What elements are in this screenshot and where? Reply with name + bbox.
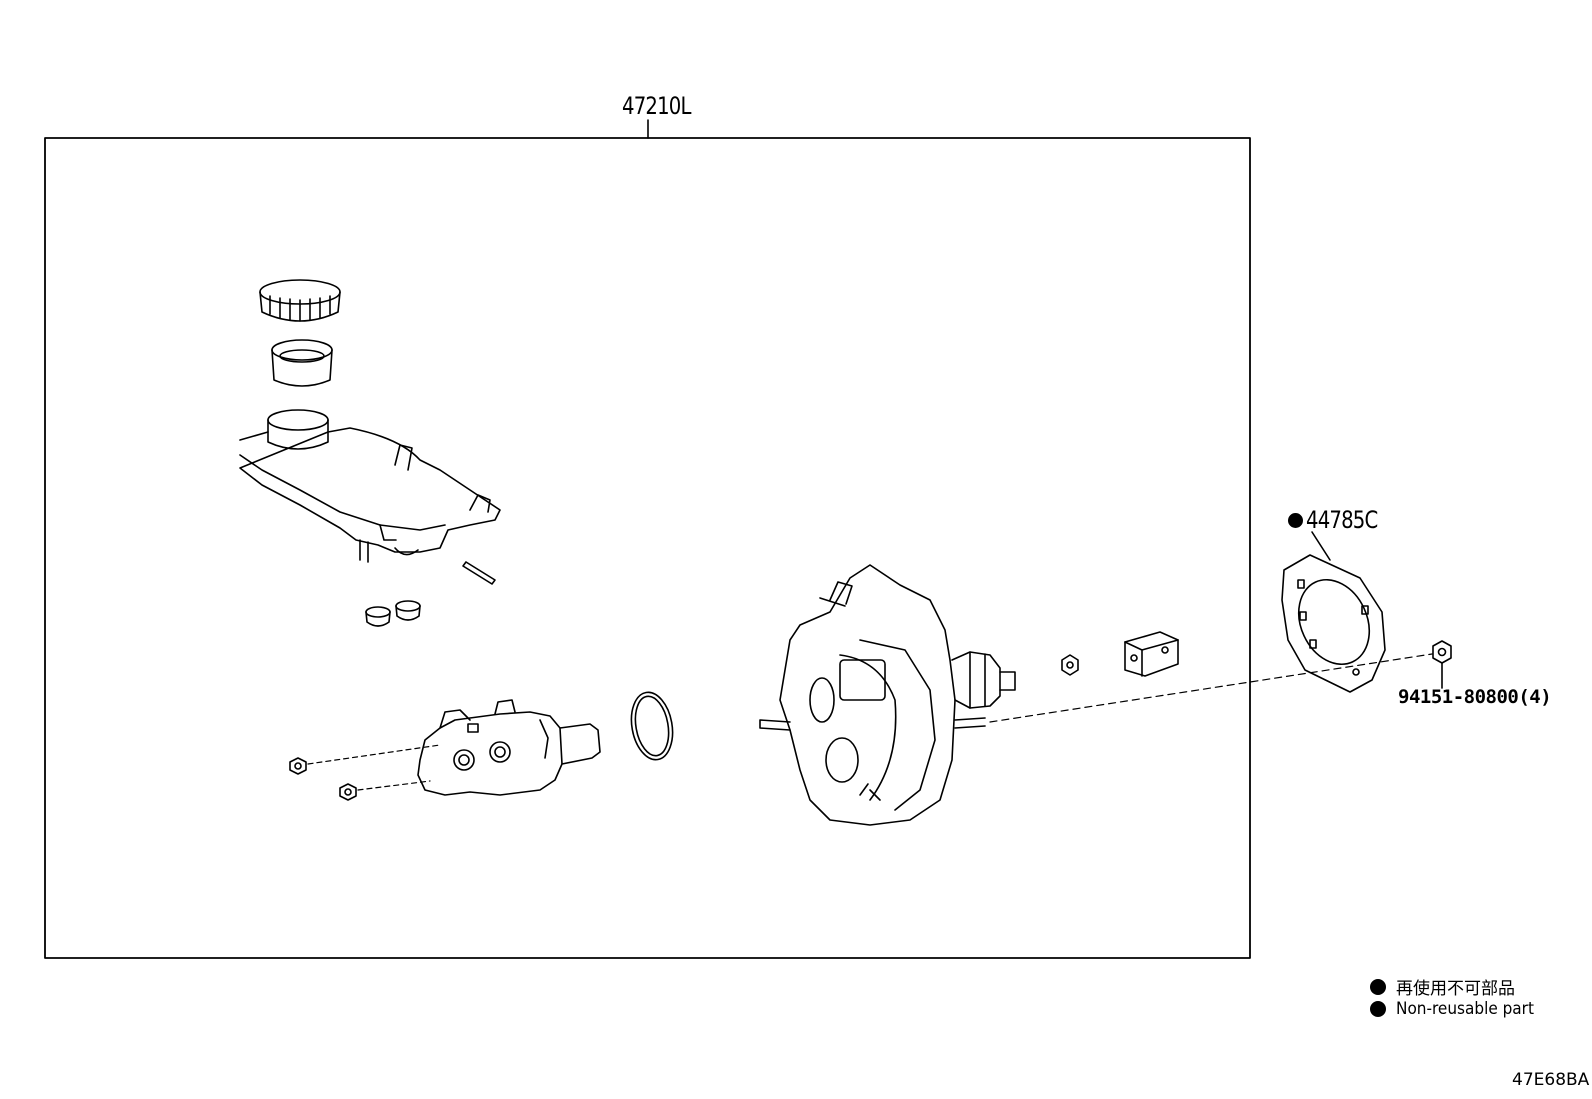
legend-item-en: Non-reusable part — [1370, 999, 1534, 1019]
leader-dashed — [357, 780, 431, 791]
legend-text: 再使用不可部品 — [1396, 979, 1515, 999]
non-reusable-icon — [1288, 512, 1303, 528]
non-reusable-icon — [1370, 978, 1386, 995]
grommet-part — [365, 600, 421, 627]
gasket-part — [1281, 554, 1386, 693]
assembly-part-number: 47210L — [622, 92, 691, 120]
master-cylinder-part — [417, 699, 601, 796]
bracket-part — [1124, 631, 1179, 677]
reservoir-strainer-part — [271, 339, 333, 387]
nut-part-number: 94151-80800(4) — [1398, 686, 1552, 708]
reservoir-cap-part — [259, 279, 341, 322]
reservoir-tank-part — [239, 409, 501, 563]
gasket-leader — [1311, 531, 1331, 561]
gasket-part-number: 44785C — [1306, 506, 1378, 534]
leader-dashed — [989, 653, 1433, 723]
cylinder-nut-lower — [339, 783, 357, 801]
non-reusable-icon — [1370, 1001, 1386, 1017]
booster-nut — [1061, 654, 1079, 676]
assembly-frame — [44, 137, 1251, 959]
cylinder-nut-upper — [289, 757, 307, 775]
leader-dashed — [307, 744, 441, 765]
legend-text: Non-reusable part — [1396, 999, 1534, 1019]
nut-94151-part — [1432, 640, 1452, 664]
gasket-label: 44785C — [1288, 508, 1393, 532]
o-ring-part — [630, 691, 674, 761]
brake-booster-part — [759, 564, 1016, 826]
pin-part — [462, 561, 496, 585]
legend-item-jp: 再使用不可部品 — [1370, 974, 1515, 999]
figure-code: 47E68BA — [1512, 1070, 1590, 1090]
